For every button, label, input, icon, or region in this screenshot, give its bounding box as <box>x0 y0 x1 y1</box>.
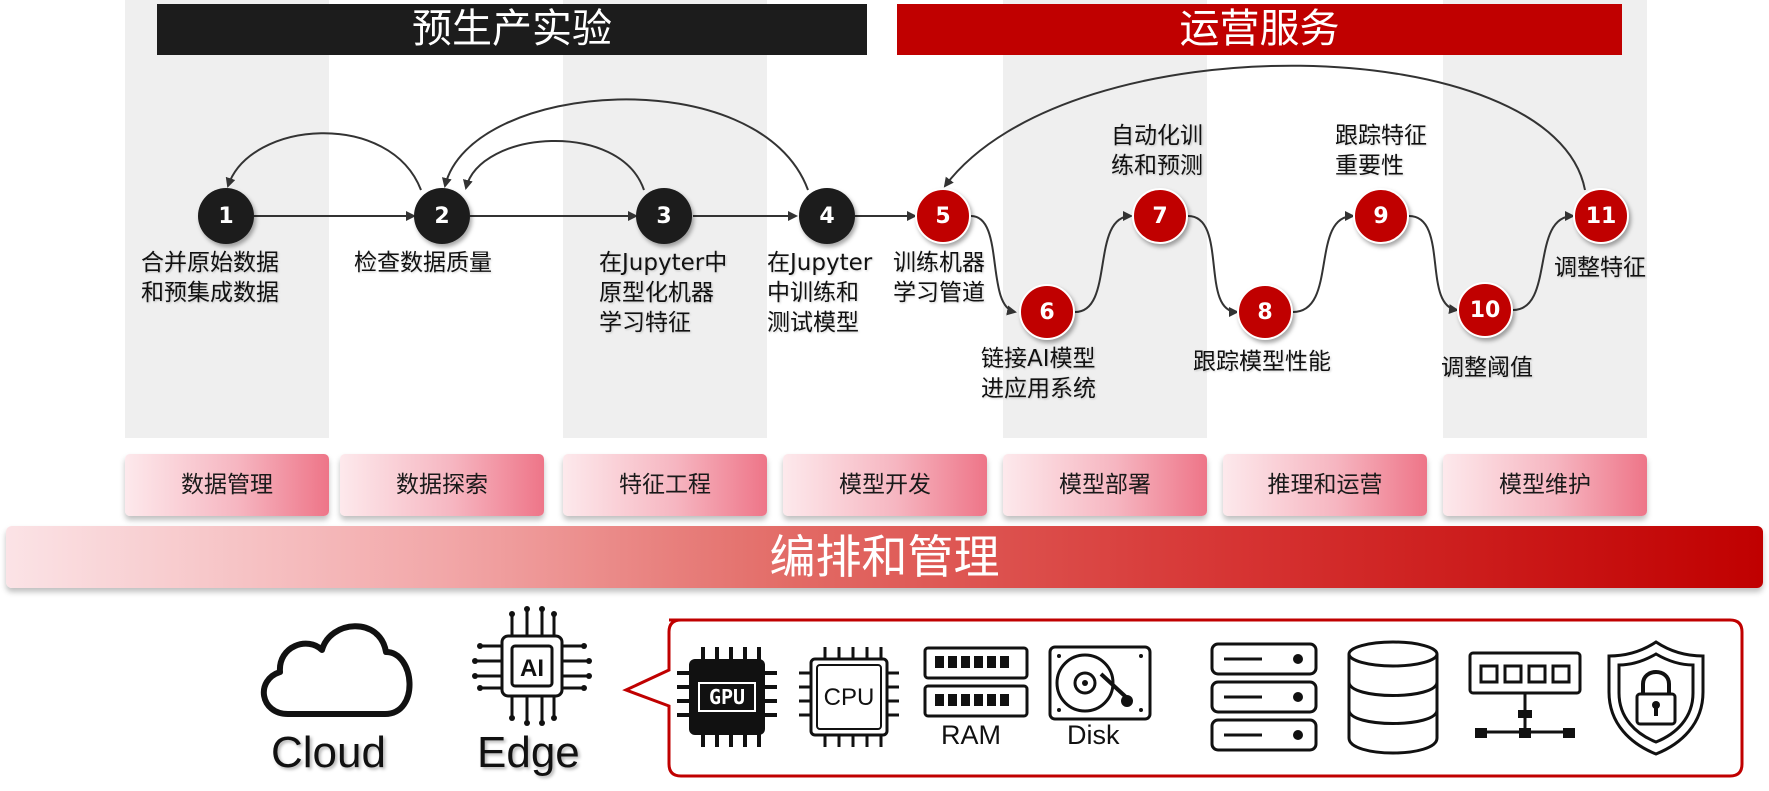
svg-text:AI: AI <box>520 655 544 682</box>
step-5[interactable]: 5 <box>915 188 971 244</box>
stage-data-management[interactable]: 数据管理 <box>125 454 329 516</box>
step-10[interactable]: 10 <box>1457 282 1513 338</box>
step-2[interactable]: 2 <box>414 188 470 244</box>
gpu-icon: GPU <box>677 647 777 747</box>
stage-inference-operations[interactable]: 推理和运营 <box>1223 454 1427 516</box>
step-7[interactable]: 7 <box>1132 188 1188 244</box>
cloud-label: Cloud <box>271 728 386 777</box>
database-icon <box>1347 640 1439 755</box>
loop-2-1 <box>225 132 422 191</box>
operations-phase-header: 运营服务 <box>897 4 1622 55</box>
step-6-label: 链接AI模型 进应用系统 <box>981 346 1096 402</box>
step-11[interactable]: 11 <box>1573 188 1629 244</box>
arrow-10-11 <box>1512 211 1575 311</box>
arrow-8-9 <box>1292 211 1355 313</box>
ram-label: RAM <box>941 720 1001 750</box>
stage-model-maintenance[interactable]: 模型维护 <box>1443 454 1647 516</box>
loop-3-2 <box>463 139 645 191</box>
ram-icon <box>923 646 1029 718</box>
step-8-label: 跟踪模型性能 <box>1193 349 1331 375</box>
step-5-label: 训练机器 学习管道 <box>893 250 985 306</box>
svg-text:CPU: CPU <box>824 684 875 711</box>
step-2-label: 检查数据质量 <box>354 250 492 276</box>
security-shield-icon <box>1607 640 1705 756</box>
step-11-label: 调整特征 <box>1554 255 1646 281</box>
loop-4-2 <box>441 98 809 191</box>
disk-icon <box>1048 645 1152 721</box>
disk-label: Disk <box>1067 720 1120 750</box>
step-9-label: 跟踪特征 重要性 <box>1335 123 1427 179</box>
orchestration-bar: 编排和管理 <box>6 526 1763 588</box>
step-10-label: 调整阈值 <box>1441 355 1533 381</box>
step-9[interactable]: 9 <box>1353 188 1409 244</box>
hardware-callout <box>622 618 1744 778</box>
step-1-label: 合并原始数据 和预集成数据 <box>141 250 279 306</box>
step-7-label: 自动化训 练和预测 <box>1111 123 1203 179</box>
edge-label: Edge <box>477 728 580 777</box>
svg-text:GPU: GPU <box>709 685 745 709</box>
cpu-icon: CPU <box>799 647 899 747</box>
arrow-7-8 <box>1187 215 1239 317</box>
step-1[interactable]: 1 <box>198 188 254 244</box>
pre-production-phase-header: 预生产实验 <box>157 4 867 55</box>
edge-ai-chip-icon: AI <box>472 606 592 726</box>
step-6[interactable]: 6 <box>1019 284 1075 340</box>
arrow-5-6 <box>970 215 1017 316</box>
loop-11-5 <box>943 64 1586 191</box>
step-4-label: 在Jupyter 中训练和 测试模型 <box>767 250 873 336</box>
step-3[interactable]: 3 <box>636 188 692 244</box>
stage-feature-engineering[interactable]: 特征工程 <box>563 454 767 516</box>
stage-model-deployment[interactable]: 模型部署 <box>1003 454 1207 516</box>
step-8[interactable]: 8 <box>1237 284 1293 340</box>
stage-data-exploration[interactable]: 数据探索 <box>340 454 544 516</box>
arrow-9-10 <box>1408 215 1459 315</box>
step-4[interactable]: 4 <box>799 188 855 244</box>
stage-model-development[interactable]: 模型开发 <box>783 454 987 516</box>
server-icon <box>1210 642 1318 752</box>
cloud-icon <box>260 623 413 717</box>
step-3-label: 在Jupyter中 原型化机器 学习特征 <box>599 250 728 336</box>
arrow-6-7 <box>1074 211 1133 313</box>
network-switch-icon <box>1468 651 1582 738</box>
